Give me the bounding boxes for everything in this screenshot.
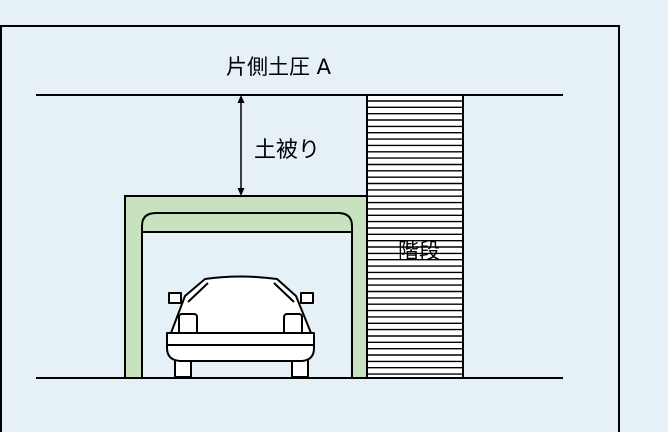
car-icon bbox=[166, 275, 315, 378]
stairs-label: 階段 bbox=[398, 239, 440, 263]
dimension-arrow-icon bbox=[237, 95, 245, 196]
earth-pressure-label: 片側土圧 A bbox=[226, 55, 332, 79]
box-culvert bbox=[124, 195, 368, 379]
soil-cover-label: 土被り bbox=[254, 138, 321, 163]
stair-hatch-icon bbox=[366, 94, 464, 379]
